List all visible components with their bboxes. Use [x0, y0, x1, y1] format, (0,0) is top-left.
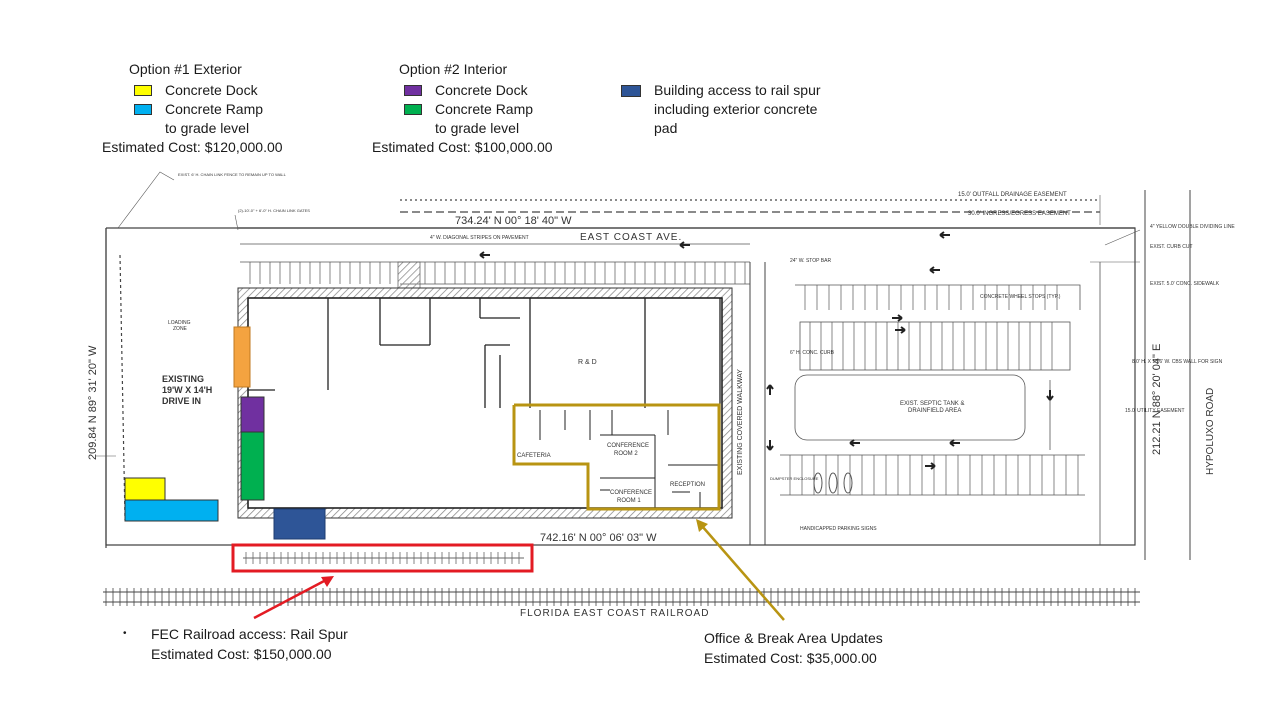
interior-ramp-green: [240, 431, 265, 501]
option2-title: Option #2 Interior: [399, 61, 508, 77]
rail-access-pad: [273, 508, 326, 540]
street-label: EAST COAST AVE.: [580, 232, 682, 243]
loading-zone-b: ZONE: [173, 326, 188, 332]
note-ingress: 30.0' INGRESS/EGRESS EASEMENT: [968, 211, 1071, 217]
rail-access-line1: Building access to rail spur: [654, 82, 821, 98]
bearing-right: 212.21 N 88° 20' 04" E: [1151, 344, 1163, 455]
property-boundary: [105, 199, 1136, 548]
railroad-track: [103, 588, 1140, 606]
room-conf1-b: ROOM 1: [617, 498, 641, 504]
interior-dock-purple: [240, 396, 265, 433]
septic-label-a: EXIST. SEPTIC TANK &: [900, 401, 964, 407]
accessible-parking: [813, 472, 853, 494]
room-rd: R & D: [578, 359, 597, 366]
drive-in-line3: DRIVE IN: [162, 396, 201, 406]
bearing-left: 209.84 N 89° 31' 20" W: [87, 345, 99, 460]
note-outfall: 15.0' OUTFALL DRAINAGE EASEMENT: [958, 192, 1067, 198]
note-cbs: 8.0' H. X 15.6' W. CBS WALL FOR SIGN: [1132, 359, 1223, 365]
covered-walkway: [749, 262, 766, 545]
option1-ramp-label2: to grade level: [165, 120, 250, 136]
option1-title: Option #1 Exterior: [129, 61, 242, 77]
railroad-label: FLORIDA EAST COAST RAILROAD: [520, 608, 709, 619]
rail-callout-arrow: [253, 576, 334, 620]
option2-dock-swatch: [404, 85, 422, 96]
note-curbcut: EXIST. CURB CUT: [1150, 244, 1193, 250]
note-curb: 6" H. CONC. CURB: [790, 350, 835, 356]
note-handicap: HANDICAPPED PARKING SIGNS: [800, 526, 877, 532]
room-conf2-a: CONFERENCE: [607, 443, 649, 449]
rail-access-swatch: [621, 85, 641, 97]
office-interior: [539, 410, 718, 508]
drive-in-line1: EXISTING: [162, 374, 204, 384]
option1-dock-label: Concrete Dock: [165, 82, 258, 98]
option2-ramp-label: Concrete Ramp: [435, 101, 534, 117]
note-diagonal: 4" W. DIAGONAL STRIPES ON PAVEMENT: [430, 235, 529, 241]
office-area-outline: [512, 403, 721, 511]
note-stopbar: 24" W. STOP BAR: [790, 258, 831, 264]
option1-dock-swatch: [134, 85, 152, 96]
loading-zone-a: LOADING: [168, 320, 191, 326]
hypoluxo-road: [1144, 190, 1191, 560]
note-gates: (2)-10'-0" + 6'-0" H. CHAIN LINK GATES: [238, 208, 310, 213]
office-callout-line2: Estimated Cost: $35,000.00: [704, 650, 877, 666]
office-callout-arrow: [696, 519, 785, 621]
traffic-arrows: [479, 231, 1054, 470]
drive-in-door-orange: [233, 326, 251, 388]
note-wheelstops: CONCRETE WHEEL STOPS (TYP.): [980, 294, 1061, 300]
road-label: HYPOLUXO ROAD: [1205, 388, 1216, 475]
option2-ramp-swatch: [404, 104, 422, 115]
rail-access-line2: including exterior concrete: [654, 101, 818, 117]
option1-ramp-swatch: [134, 104, 152, 115]
bearing-top: 734.24' N 00° 18' 40" W: [455, 215, 572, 227]
exterior-ramp-blue: [124, 499, 219, 522]
bearing-bottom: 742.16' N 00° 06' 03" W: [540, 532, 657, 544]
room-cafeteria: CAFETERIA: [517, 453, 551, 459]
room-conf1-a: CONFERENCE: [610, 490, 652, 496]
note-yellow: 4" YELLOW DOUBLE DIVIDING LINE: [1150, 224, 1235, 230]
office-callout-line1: Office & Break Area Updates: [704, 630, 883, 646]
rail-access-line3: pad: [654, 120, 678, 136]
note-chainlink: EXIST. 6' H. CHAIN LINK FENCE TO REMAIN …: [178, 172, 287, 177]
east-parking-lot: [780, 262, 1101, 545]
room-reception: RECEPTION: [670, 482, 705, 488]
drive-in-line2: 19'W X 14'H: [162, 385, 212, 395]
exterior-dock-yellow: [124, 477, 166, 501]
note-sidewalk: EXIST. 5.0' CONC. SIDEWALK: [1150, 281, 1220, 287]
note-utility: 15.0' UTILITY EASEMENT: [1125, 408, 1185, 414]
option1-ramp-label: Concrete Ramp: [165, 101, 264, 117]
option1-cost: Estimated Cost: $120,000.00: [102, 139, 283, 155]
room-conf2-b: ROOM 2: [614, 451, 638, 457]
rail-spur-box: [231, 543, 534, 573]
option2-dock-label: Concrete Dock: [435, 82, 528, 98]
option2-ramp-label2: to grade level: [435, 120, 520, 136]
diagonal-stripes: [397, 261, 421, 289]
rail-callout-bullet: •: [123, 628, 127, 639]
rail-callout-line1: FEC Railroad access: Rail Spur: [151, 626, 348, 642]
rail-callout-line2: Estimated Cost: $150,000.00: [151, 646, 332, 662]
option2-cost: Estimated Cost: $100,000.00: [372, 139, 553, 155]
septic-label-b: DRAINFIELD AREA: [908, 408, 961, 414]
walkway-label: EXISTING COVERED WALKWAY: [737, 369, 744, 475]
note-dumpster: DUMPSTER ENCLOSURE: [770, 476, 819, 481]
